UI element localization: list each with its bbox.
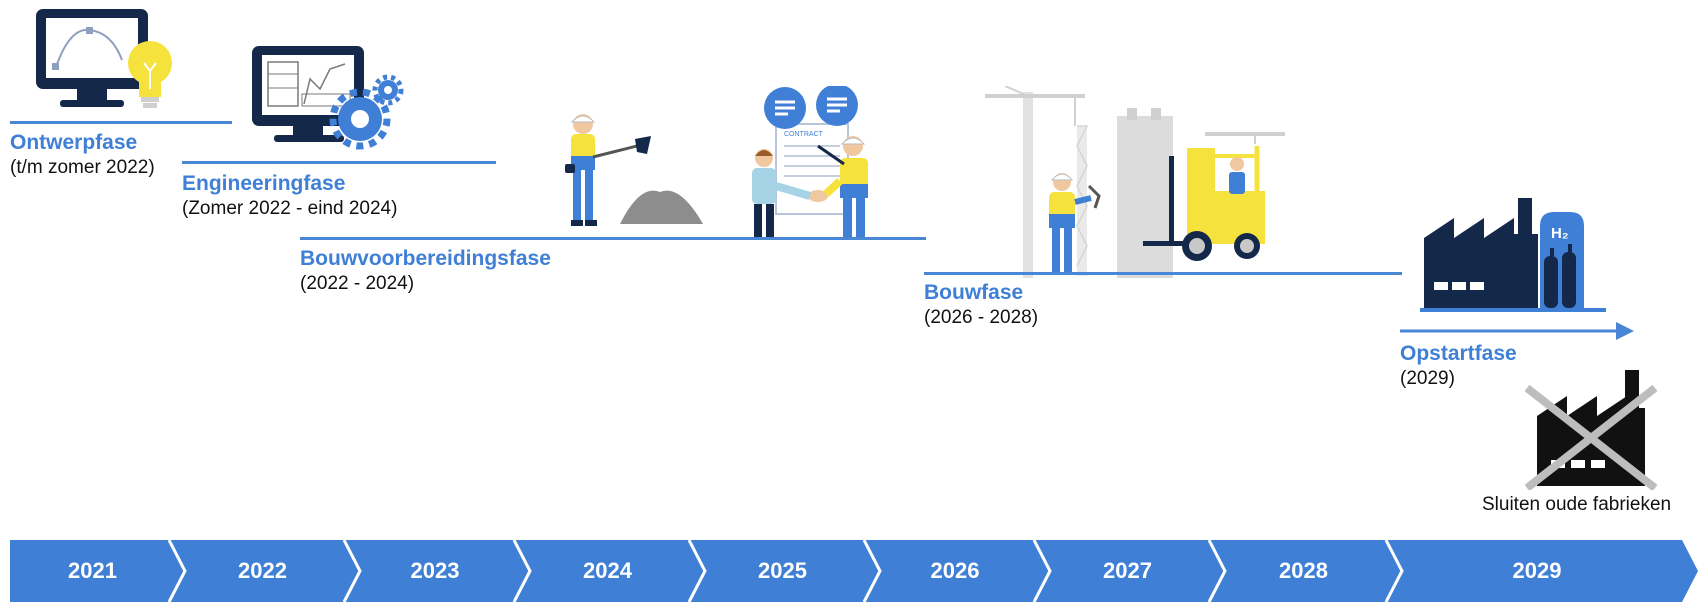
timeline-year-2025: 2025 [758, 558, 807, 583]
timeline-divider [342, 540, 362, 602]
timeline-year-2028: 2028 [1279, 558, 1328, 583]
timeline-divider [687, 540, 707, 602]
timeline-year-2022: 2022 [238, 558, 287, 583]
phase-title-engineeringfase: Engineeringfase [182, 172, 346, 195]
timeline-divider [512, 540, 532, 602]
timeline-year-2027: 2027 [1103, 558, 1152, 583]
engineeringfase-line [182, 161, 496, 164]
phase-title-bouwvoorbereidingsfase: Bouwvoorbereidingsfase [300, 247, 551, 270]
phase-period-engineeringfase: (Zomer 2022 - eind 2024) [182, 198, 398, 219]
closing-label: Sluiten oude fabrieken [1482, 494, 1672, 515]
timeline-divider [1384, 540, 1404, 602]
timeline-bar [10, 540, 1698, 602]
worker-shovel-icon [565, 114, 703, 226]
timeline-year-2029: 2029 [1512, 558, 1562, 583]
monitor-lightbulb-icon [36, 9, 172, 108]
construction-forklift-icon [985, 86, 1285, 278]
timeline-year-2024: 2024 [583, 558, 632, 583]
timeline-divider [862, 540, 882, 602]
monitor-gears-icon [252, 46, 404, 150]
phase-period-bouwvoorbereidingsfase: (2022 - 2024) [300, 273, 415, 294]
arrow-right-icon [1400, 322, 1634, 340]
timeline-year-2021: 2021 [68, 558, 117, 583]
phase-period-ontwerpfase: (t/m zomer 2022) [10, 157, 155, 178]
phase-title-bouwfase: Bouwfase [924, 281, 1024, 304]
bouwfase-line [924, 272, 1402, 275]
timeline-divider [1207, 540, 1227, 602]
timeline-year-2023: 2023 [410, 558, 460, 583]
h2-badge: H₂ [1551, 225, 1569, 242]
contract-handshake-icon: CONTRACT [752, 86, 868, 238]
timeline-divider [167, 540, 187, 602]
timeline-year-2026: 2026 [930, 558, 980, 583]
phase-period-bouwfase: (2026 - 2028) [924, 307, 1039, 328]
contract-label: CONTRACT [784, 131, 824, 138]
bouwvoorbereidingsfase-line [300, 237, 926, 240]
phase-period-opstartfase: (2029) [1400, 368, 1455, 389]
ontwerpfase-line [10, 121, 232, 124]
timeline-divider [1032, 540, 1052, 602]
factory-hydrogen-icon: H₂ [1420, 198, 1606, 312]
phase-title-ontwerpfase: Ontwerpfase [10, 131, 138, 154]
phase-title-opstartfase: Opstartfase [1400, 342, 1517, 365]
closed-factory-icon [1525, 370, 1658, 490]
